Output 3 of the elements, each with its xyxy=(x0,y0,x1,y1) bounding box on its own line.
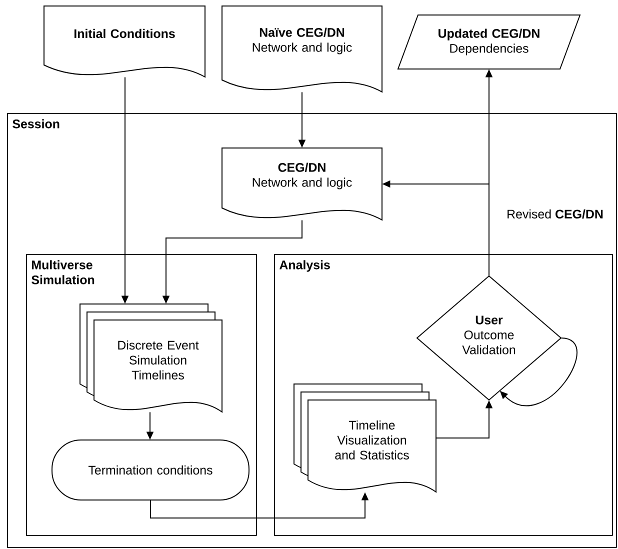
stacked-documents: Timeline Visualization and Statistics xyxy=(294,384,436,492)
edge-label: Revised CEG/DN xyxy=(504,207,606,221)
stacked-documents: Discrete Event Simulation Timelines xyxy=(80,304,222,412)
